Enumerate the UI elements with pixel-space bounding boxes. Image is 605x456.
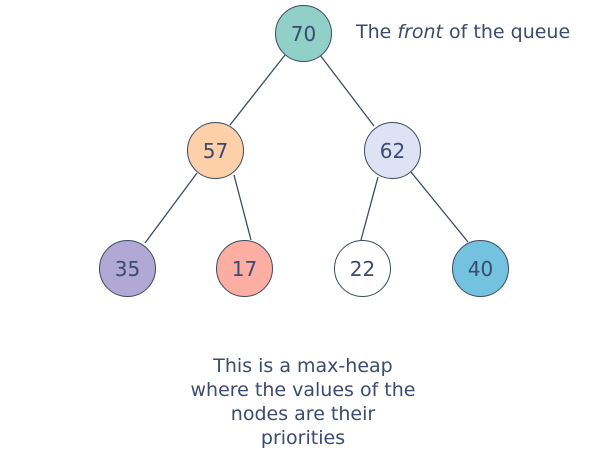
node-right-left: 22 — [334, 240, 391, 297]
caption-line: where the values of the — [190, 379, 416, 401]
edge-62-40 — [410, 171, 469, 243]
edge-70-57 — [229, 54, 286, 126]
heap-caption: This is a max-heap where the values of t… — [163, 354, 443, 450]
edge-70-62 — [319, 54, 375, 127]
edge-62-22 — [360, 176, 379, 241]
annotation-suffix: of the queue — [443, 21, 571, 43]
annotation-prefix: The — [356, 21, 398, 43]
node-left: 57 — [187, 122, 244, 179]
node-right: 62 — [364, 122, 421, 179]
node-left-left: 35 — [99, 240, 156, 297]
caption-line: nodes are their — [230, 403, 376, 425]
edge-57-17 — [233, 174, 252, 241]
edge-57-35 — [144, 172, 198, 244]
front-of-queue-label: The front of the queue — [356, 21, 570, 43]
caption-line: priorities — [260, 427, 346, 449]
caption-line: This is a max-heap — [213, 355, 393, 377]
node-root: 70 — [275, 5, 332, 62]
node-left-right: 17 — [216, 240, 273, 297]
node-right-right: 40 — [452, 240, 509, 297]
annotation-emphasis: front — [397, 21, 444, 43]
